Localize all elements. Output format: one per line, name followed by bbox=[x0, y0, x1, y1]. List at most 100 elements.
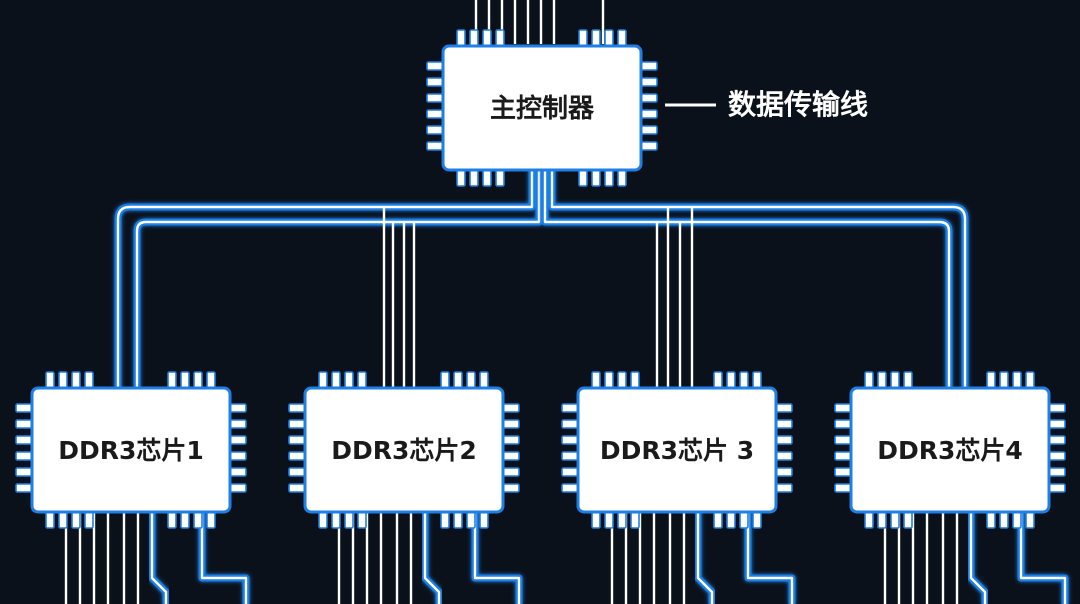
ddr-chip-2-pin bbox=[440, 511, 450, 529]
ddr-chip-1-pin bbox=[229, 483, 247, 493]
ddr-chip-4-pin bbox=[864, 371, 874, 389]
ddr-chip-2-pin bbox=[502, 467, 520, 477]
ddr-chip-3-pin bbox=[561, 419, 579, 429]
ddr-chip-4-pin bbox=[903, 371, 913, 389]
ddr-chip-4-pin bbox=[1048, 403, 1066, 413]
ddr-chip-3-pin bbox=[739, 511, 749, 529]
ddr-chip-4-pin bbox=[1048, 419, 1066, 429]
ddr-chip-2-pin bbox=[453, 371, 463, 389]
ddr-chip-2-pin bbox=[502, 435, 520, 445]
ddr-chip-2-pin bbox=[344, 371, 354, 389]
ddr-chip-1-pin bbox=[45, 511, 55, 529]
ddr-chip-4-label: DDR3芯片4 bbox=[877, 436, 1023, 465]
controller-chip-pin bbox=[591, 29, 601, 47]
ddr-chip-4-pin bbox=[834, 451, 852, 461]
bus-outer-left bbox=[116, 170, 534, 388]
ddr-chip-3-pin bbox=[726, 511, 736, 529]
ddr-chip-4-pin bbox=[834, 467, 852, 477]
ddr-chip-1-pin bbox=[180, 511, 190, 529]
controller-chip-pin bbox=[640, 109, 658, 119]
controller-chip-pin bbox=[456, 29, 466, 47]
ddr-chip-2-pin bbox=[288, 467, 306, 477]
ddr-chip-3-pin bbox=[630, 511, 640, 529]
controller-chip-pin bbox=[578, 169, 588, 187]
ddr-chip-1-lead bbox=[200, 512, 248, 604]
ddr-chip-1-pin bbox=[229, 419, 247, 429]
ddr-chip-3-pin bbox=[775, 435, 793, 445]
ddr-chip-1-pin bbox=[58, 371, 68, 389]
controller-chip-pin bbox=[426, 93, 444, 103]
ddr-chip-2-pin bbox=[502, 403, 520, 413]
ddr-chip-4-pin bbox=[890, 371, 900, 389]
controller-chip: 主控制器 bbox=[441, 44, 643, 172]
ddr-chip-1-body bbox=[30, 386, 232, 514]
bus-inner-right bbox=[543, 170, 951, 388]
ddr-chip-4-pin bbox=[1012, 511, 1022, 529]
ddr-chip-3-pin bbox=[752, 511, 762, 529]
ddr-chip-2-pin bbox=[466, 371, 476, 389]
controller-chip-pin bbox=[640, 61, 658, 71]
ddr-chip-3-label: DDR3芯片 3 bbox=[600, 436, 754, 465]
controller-chip-pin bbox=[469, 169, 479, 187]
ddr-chip-3-pin bbox=[726, 371, 736, 389]
controller-chip-pin bbox=[617, 169, 627, 187]
controller-chip-pin bbox=[640, 77, 658, 87]
ddr-chip-2-lead bbox=[423, 512, 441, 604]
ddr-chip-1-pin bbox=[45, 371, 55, 389]
ddr-chip-2-pin bbox=[331, 371, 341, 389]
ddr-chip-1-label: DDR3芯片1 bbox=[58, 436, 204, 465]
ddr-chip-4-pin bbox=[834, 435, 852, 445]
ddr-chip-1-pin bbox=[71, 511, 81, 529]
ddr-chip-3-pin bbox=[591, 511, 601, 529]
ddr-chip-1-pin bbox=[15, 483, 33, 493]
ddr-chip-2-pin bbox=[344, 511, 354, 529]
bus-inner-left bbox=[135, 170, 541, 388]
ddr-chip-1-pin bbox=[193, 511, 203, 529]
ddr-chip-2-pin bbox=[288, 483, 306, 493]
ddr-chip-4-pin bbox=[834, 403, 852, 413]
ddr-chip-4-pin bbox=[1048, 467, 1066, 477]
ddr-chip-4-lead bbox=[969, 512, 987, 604]
ddr-chip-1-pin bbox=[229, 403, 247, 413]
controller-chip-pin bbox=[591, 169, 601, 187]
ddr-chip-3-lead bbox=[696, 512, 714, 604]
ddr-chip-3-pin bbox=[561, 451, 579, 461]
controller-chip-pin bbox=[426, 125, 444, 135]
controller-chip-label: 主控制器 bbox=[490, 94, 595, 124]
ddr-chip-2-pin bbox=[466, 511, 476, 529]
legend: 数据传输线 bbox=[665, 88, 868, 121]
ddr-chip-4-pin bbox=[877, 371, 887, 389]
ddr-chip-2-pin bbox=[331, 511, 341, 529]
ddr-chip-3-pin bbox=[561, 403, 579, 413]
ddr-chip-3-pin bbox=[617, 511, 627, 529]
ddr-chip-3-pin bbox=[752, 371, 762, 389]
ddr-chip-2-pin bbox=[502, 451, 520, 461]
ddr-chip-2-pin bbox=[479, 511, 489, 529]
ddr-chip-3-pin bbox=[561, 435, 579, 445]
ddr-chip-3-pin bbox=[604, 511, 614, 529]
ddr-chip-1-pin bbox=[71, 371, 81, 389]
ddr-chip-1-pin bbox=[167, 371, 177, 389]
ddr-chip-3-pin bbox=[561, 467, 579, 477]
ddr-chip-4-pin bbox=[1048, 435, 1066, 445]
ddr-chip-1-pin bbox=[84, 511, 94, 529]
ddr-chip-4-pin bbox=[1048, 483, 1066, 493]
controller-chip-body bbox=[441, 44, 643, 172]
ddr-chip-2-body bbox=[303, 386, 505, 514]
ddr-chip-4-pin bbox=[1048, 451, 1066, 461]
ddr-chip-4-pin bbox=[834, 419, 852, 429]
ddr-chip-3-pin bbox=[630, 371, 640, 389]
ddr-chip-3-pin bbox=[713, 511, 723, 529]
ddr-chip-4-pin bbox=[903, 511, 913, 529]
ddr-chip-1-pin bbox=[15, 451, 33, 461]
controller-chip-pin bbox=[640, 93, 658, 103]
data-bus-traces bbox=[62, 0, 1069, 604]
ddr-chip-1-pin bbox=[193, 371, 203, 389]
controller-chip-pin bbox=[578, 29, 588, 47]
ddr-chip-4: DDR3芯片4 bbox=[849, 386, 1051, 514]
controller-chip-pin bbox=[426, 109, 444, 119]
legend-label: 数据传输线 bbox=[728, 88, 868, 121]
bus-outer-left-glow bbox=[114, 170, 536, 388]
ddr-chip-2-pin bbox=[318, 511, 328, 529]
ddr-chip-4-pin bbox=[877, 511, 887, 529]
